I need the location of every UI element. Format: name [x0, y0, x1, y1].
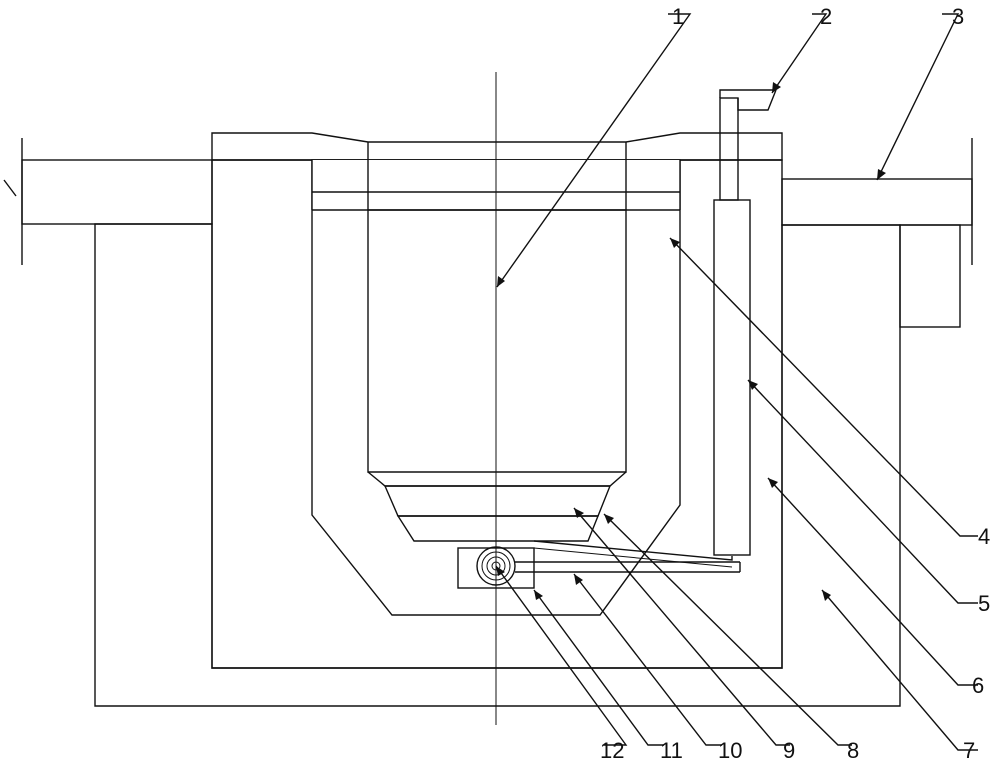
riser-pipe [713, 89, 777, 556]
ground-surface-right [781, 138, 973, 328]
ground-surface-left [3, 138, 213, 265]
label-3: 3 [952, 4, 964, 29]
label-10: 10 [718, 738, 742, 763]
leader-lines [495, 13, 978, 751]
label-9: 9 [783, 738, 795, 763]
label-numbers: 1 2 3 4 5 6 7 8 9 10 11 12 [600, 4, 990, 763]
label-5: 5 [978, 591, 990, 616]
top-cover [211, 132, 783, 161]
central-barrel [367, 209, 627, 542]
label-11: 11 [660, 738, 683, 763]
label-1: 1 [672, 4, 684, 29]
label-12: 12 [600, 738, 624, 763]
drain-pipe [515, 540, 741, 573]
label-8: 8 [847, 738, 859, 763]
label-4: 4 [978, 524, 990, 549]
label-7: 7 [963, 738, 975, 763]
label-6: 6 [972, 673, 984, 698]
label-2: 2 [820, 4, 832, 29]
